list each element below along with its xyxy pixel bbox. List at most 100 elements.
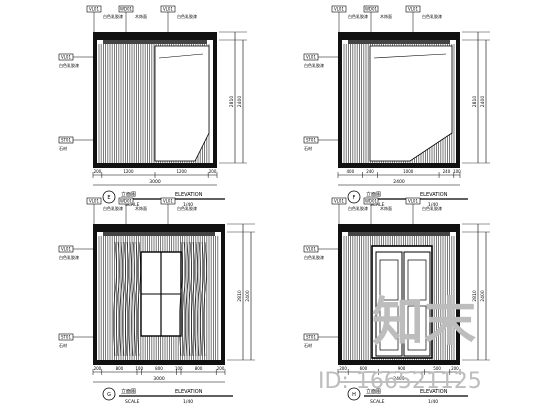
cornice: [103, 232, 215, 236]
scale-value: 1/40: [183, 202, 193, 208]
dim-total-width: 2400: [393, 179, 405, 185]
curtain-fold: [191, 241, 195, 357]
scale-value: 1/40: [183, 399, 193, 405]
tag-code: VL01: [306, 247, 317, 252]
tag-note: 白色乳胶漆: [59, 62, 79, 68]
ceiling-slab: [93, 32, 217, 40]
dim-height: 2810: [237, 290, 243, 302]
door-leaf-left: [375, 251, 403, 357]
dim-height: 2810: [472, 96, 478, 108]
title-code: H: [352, 392, 356, 398]
tag-note: 木饰面: [380, 13, 392, 19]
curtain-fold: [203, 241, 207, 357]
curtains: [113, 241, 207, 357]
floor-slab: [93, 360, 225, 365]
ceiling-slab: [338, 32, 460, 40]
dim-width: 500: [433, 366, 441, 371]
wall-left: [93, 232, 97, 360]
dim-width: 200: [94, 366, 102, 371]
door-leaf-right: [403, 251, 431, 357]
title-en: ELEVATION: [175, 389, 203, 395]
cornice: [348, 232, 450, 236]
tag-note: 白色乳胶漆: [422, 205, 442, 211]
tag-code: VL01: [89, 7, 100, 12]
watermark-logo: 知末: [372, 293, 476, 353]
curtain-fold: [119, 241, 123, 357]
elevation-d: VL01白色乳胶漆WD01木饰面VL01白色乳胶漆VL01白色乳胶漆ST01石材…: [303, 197, 490, 405]
tag-code: ST01: [61, 138, 72, 143]
dim-width: 200: [451, 366, 459, 371]
glass-pane: [154, 45, 210, 162]
dim-width: 800: [155, 366, 163, 371]
curtain-fold: [116, 241, 120, 357]
tag-note: 木饰面: [135, 205, 147, 211]
title-cn: 立面图: [121, 388, 136, 395]
door-panel: [379, 305, 399, 351]
wall-left: [93, 40, 97, 163]
dim-width: 200: [217, 366, 225, 371]
wall-left: [338, 40, 342, 163]
dim-width: 1200: [123, 169, 134, 174]
tag-code: ST01: [306, 335, 317, 340]
title-bubble: [102, 190, 116, 204]
curtain-fold: [125, 241, 129, 357]
dim-total-width: 3000: [153, 376, 165, 382]
dim-width: 200: [94, 169, 102, 174]
tag-note: 木饰面: [135, 13, 147, 19]
glass-pane: [369, 45, 453, 162]
dim-height: 2400: [237, 96, 243, 108]
curtain-fold: [197, 241, 201, 357]
scale-value: 1/40: [428, 399, 438, 405]
tag-note: 白色乳胶漆: [348, 205, 368, 211]
pane-edge: [373, 53, 447, 59]
tag-code: VL01: [306, 55, 317, 60]
scale-label: SCALE: [370, 202, 385, 208]
curtain-fold: [113, 241, 117, 357]
tag-code: WD01: [120, 7, 133, 12]
cornice: [103, 40, 207, 44]
dim-width: 800: [116, 366, 124, 371]
tag-note: 白色乳胶漆: [177, 13, 197, 19]
tag-code: VL01: [61, 247, 72, 252]
dim-height: 2400: [480, 290, 486, 302]
door-panel: [407, 305, 427, 351]
tag-code: WD01: [365, 7, 378, 12]
wall-right: [213, 40, 217, 163]
dim-width: 800: [195, 366, 203, 371]
material-tag: ST01 石材: [58, 136, 93, 151]
material-tag: VL01 白色乳胶漆: [303, 245, 338, 260]
tag-note: 白色乳胶漆: [304, 254, 324, 260]
dim-width: 240: [443, 169, 451, 174]
curtain-fold: [134, 241, 138, 357]
title-bubble: [347, 387, 361, 401]
dim-width: 200: [209, 169, 217, 174]
tag-code: VL01: [408, 7, 419, 12]
tag-code: VL01: [408, 199, 419, 204]
scale-label: SCALE: [125, 202, 140, 208]
tag-code: VL01: [89, 199, 100, 204]
dim-width: 900: [398, 366, 406, 371]
floor-slab: [338, 163, 460, 168]
tag-note: 白色乳胶漆: [103, 205, 123, 211]
tag-note: 石材: [59, 145, 67, 151]
dim-width: 200: [339, 366, 347, 371]
wall-right: [456, 232, 460, 360]
door-panel: [407, 259, 427, 301]
tag-code: ST01: [61, 335, 72, 340]
door-panel: [379, 259, 399, 301]
elevation-b: VL01白色乳胶漆WD01木饰面VL01白色乳胶漆VL01白色乳胶漆ST01石材…: [303, 5, 490, 208]
tag-note: 白色乳胶漆: [422, 13, 442, 19]
dim-width: 1000: [403, 169, 414, 174]
tag-code: WD01: [120, 199, 133, 204]
title-cn: 立面图: [121, 191, 136, 198]
